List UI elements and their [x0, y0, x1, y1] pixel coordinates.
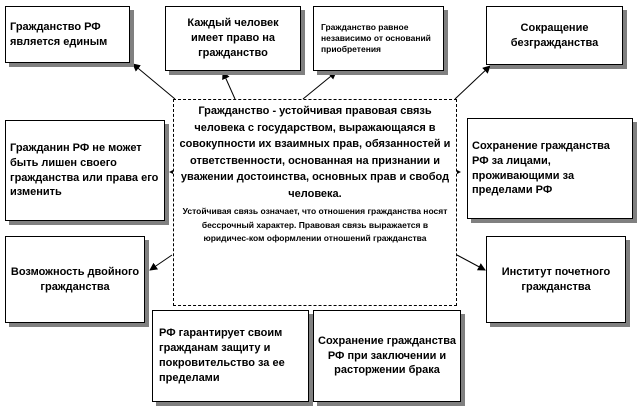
arrow-to-honorary	[456, 254, 486, 271]
central-definition-note: Устойчивая связь означает, что отношения…	[182, 206, 448, 244]
box-everyone-right-text: Каждый человек имеет право на гражданств…	[187, 17, 279, 59]
central-definition: Гражданство - устойчивая правовая связь …	[173, 99, 457, 306]
box-protection-abroad-text: РФ гарантирует своим гражданам защиту и …	[159, 327, 285, 384]
arrow-to-equal	[302, 71, 337, 100]
box-dual-citizenship: Возможность двойного гражданства	[5, 236, 145, 323]
arrow-to-dual	[149, 254, 173, 271]
box-honorary-citizenship-text: Институт почетного гражданства	[501, 265, 611, 293]
box-citizenship-unified: Гражданство РФ является единым	[5, 6, 130, 63]
box-not-deprived: Гражданин РФ не может быть лишен своего …	[5, 120, 165, 221]
box-dual-citizenship-text: Возможность двойного гражданства	[10, 265, 140, 293]
box-marriage-preservation-text: Сохранение гражданства РФ при заключении…	[318, 334, 456, 377]
box-everyone-right: Каждый человек имеет право на гражданств…	[165, 6, 301, 71]
box-reduce-statelessness-text: Сокращение безгражданства	[510, 21, 599, 49]
box-preservation-abroad: Сохранение гражданства РФ за лицами, про…	[467, 118, 633, 219]
central-definition-main: Гражданство - устойчивая правовая связь …	[179, 105, 451, 200]
box-equal-citizenship-text: Гражданство равное независимо от основан…	[321, 21, 431, 55]
box-protection-abroad: РФ гарантирует своим гражданам защиту и …	[152, 310, 309, 402]
box-reduce-statelessness: Сокращение безгражданства	[486, 6, 623, 65]
box-preservation-abroad-text: Сохранение гражданства РФ за лицами, про…	[472, 139, 610, 197]
arrow-to-statelessness	[454, 65, 491, 100]
arrow-to-unified	[132, 63, 176, 100]
box-honorary-citizenship: Институт почетного гражданства	[486, 236, 626, 323]
box-citizenship-unified-text: Гражданство РФ является единым	[10, 20, 108, 48]
box-equal-citizenship: Гражданство равное независимо от основан…	[313, 6, 444, 71]
box-marriage-preservation: Сохранение гражданства РФ при заключении…	[313, 310, 461, 402]
arrow-to-everyone	[222, 71, 236, 100]
box-not-deprived-text: Гражданин РФ не может быть лишен своего …	[10, 141, 159, 199]
